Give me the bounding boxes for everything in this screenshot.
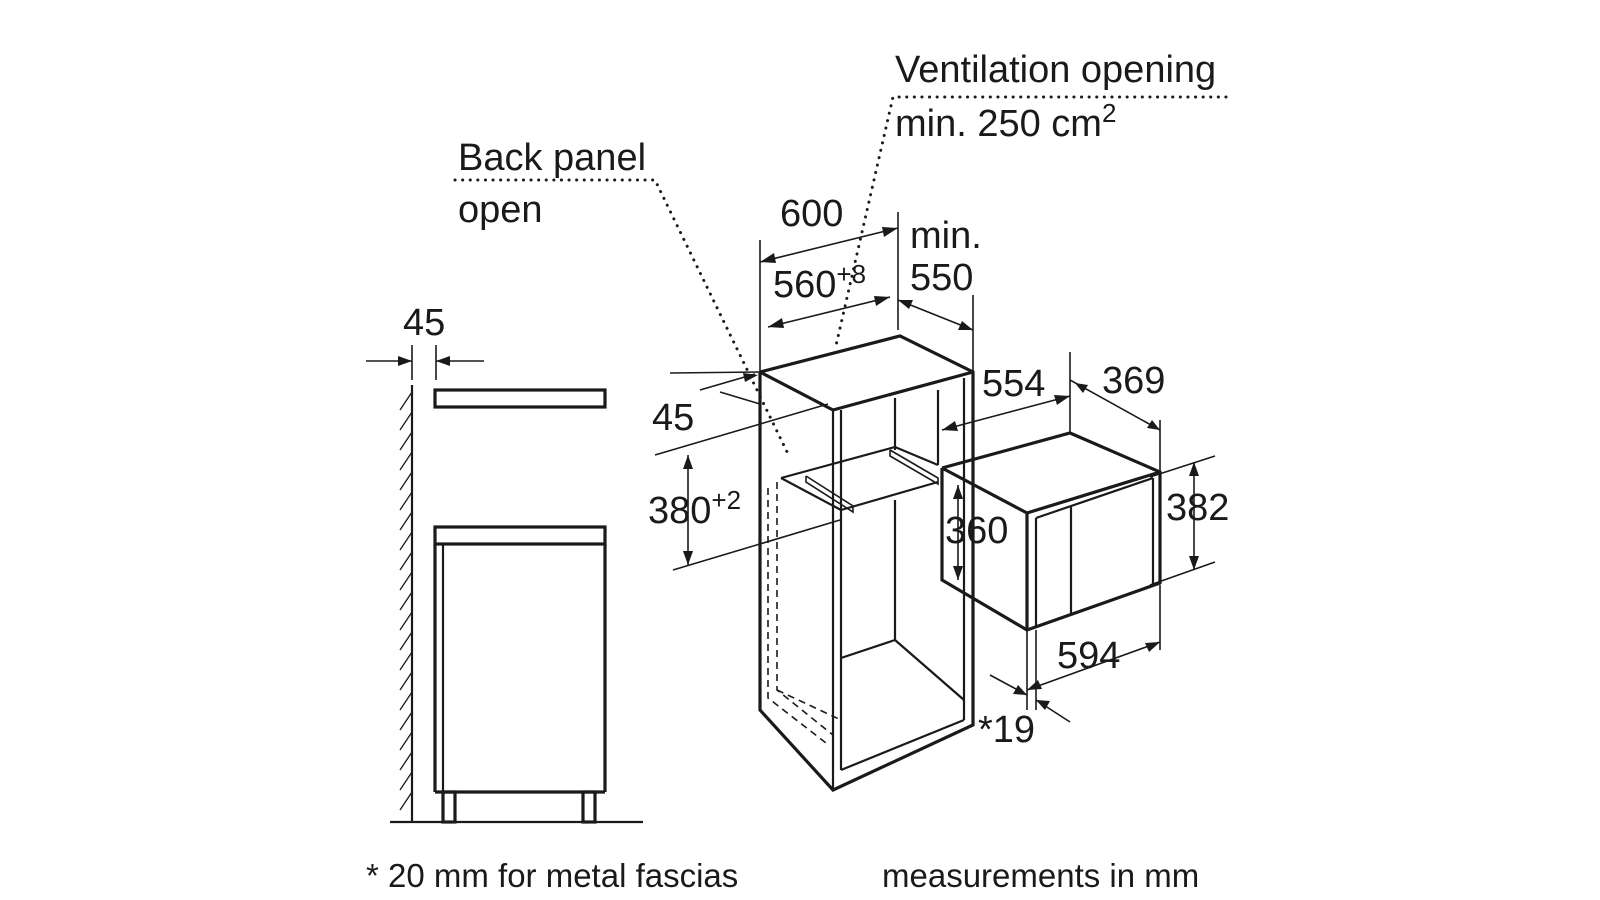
dim-front-45: 45	[652, 397, 694, 439]
dim-360-line	[953, 485, 963, 580]
ventilation-label-line2: min. 250 cm2	[895, 98, 1116, 145]
ventilation-label-line1: Ventilation opening	[895, 49, 1216, 91]
dim-550-line	[897, 295, 974, 372]
wall-hatching	[399, 391, 413, 811]
dim-19-line	[989, 630, 1071, 723]
min-label: min.	[910, 215, 982, 257]
dim-width-600: 600	[780, 193, 843, 235]
dim-380-line	[654, 403, 841, 571]
dim-height-360: 360	[945, 510, 1008, 552]
footnote-metal-fascia: * 20 mm for metal fascias	[366, 857, 738, 894]
back-panel-label-line1: Back panel	[458, 137, 646, 179]
leader-lines	[453, 95, 1228, 460]
dim-594-line	[1026, 585, 1161, 710]
dim-front-45-line	[669, 371, 761, 405]
dim-front-19: *19	[978, 709, 1035, 751]
dim-depth-554: 554	[982, 363, 1045, 405]
dim-width-594: 594	[1057, 635, 1120, 677]
dim-inner-560: 560+8	[773, 259, 866, 306]
dim-depth-550: 550	[910, 257, 973, 299]
dim-depth-369: 369	[1102, 360, 1165, 402]
dim-369-line	[1069, 379, 1161, 472]
upper-shelf	[433, 388, 607, 409]
dim-height-380: 380+2	[648, 485, 741, 532]
lower-cabinet-top	[433, 525, 607, 546]
dim-382-line	[1149, 455, 1216, 586]
back-panel-label-line2: open	[458, 189, 543, 231]
side-section-view: 45	[366, 302, 643, 824]
niche-carcass	[758, 334, 975, 792]
dim-side-45: 45	[403, 302, 445, 344]
cabinet-foot-left	[441, 790, 457, 824]
dim-600-line	[759, 212, 899, 372]
footnote-units: measurements in mm	[882, 857, 1199, 894]
dim-560-line	[767, 296, 891, 328]
dim-554-line	[941, 352, 1071, 433]
dim-height-382: 382	[1166, 487, 1229, 529]
cabinet-foot-right	[581, 790, 597, 824]
